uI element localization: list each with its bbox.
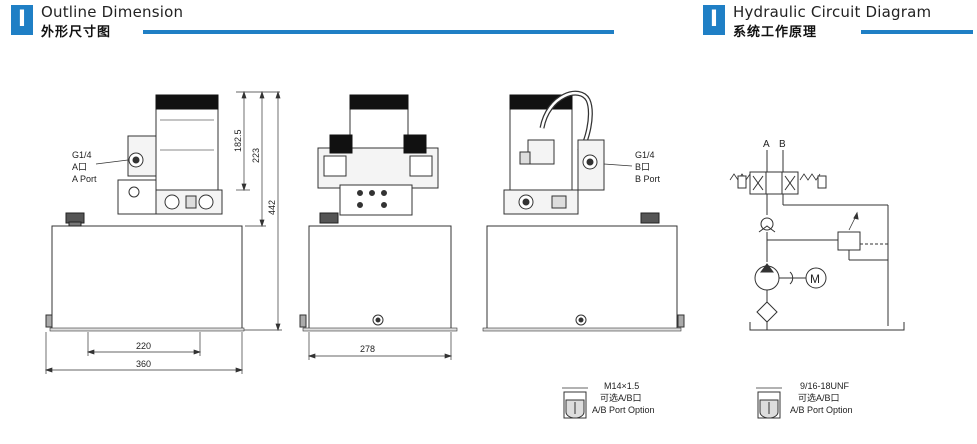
outline-dimension-header: I Outline Dimension 外形尺寸图: [11, 3, 616, 40]
circuit-label-a: A: [763, 139, 770, 150]
back-port-label-size: G1/4: [635, 150, 655, 160]
dim-442: 442: [267, 200, 277, 215]
front-vertical-dimensions: [236, 90, 282, 332]
front-port-label-en: A Port: [72, 174, 97, 184]
port-option-2-cn: 可选A/B口: [798, 392, 840, 403]
port-option-1-size: M14×1.5: [604, 381, 639, 391]
circuit-label-b: B: [779, 139, 786, 150]
header-rule: [143, 30, 614, 34]
back-tank: [486, 225, 678, 331]
side-tank: [308, 225, 452, 331]
filler-cap-icon: [65, 212, 85, 227]
filler-cap-icon: [319, 212, 339, 224]
section-marker-icon: I: [11, 5, 33, 35]
port-option-1-en: A/B Port Option: [592, 405, 655, 415]
section-marker-icon: I: [703, 5, 725, 35]
relief-valve-icon: [837, 211, 888, 251]
filler-cap-icon: [640, 212, 660, 224]
port-option-2-size: 9/16-18UNF: [800, 381, 850, 391]
outline-title-en: Outline Dimension: [41, 3, 184, 21]
port-option-1-cn: 可选A/B口: [600, 392, 642, 403]
reservoir-icon: [749, 322, 905, 331]
front-port-label-cn: A口: [72, 162, 87, 172]
dim-220: 220: [136, 341, 151, 351]
pump-icon: [754, 263, 806, 291]
hydraulic-circuit: [729, 150, 905, 331]
back-port-label-cn: B口: [635, 162, 650, 172]
circuit-title-cn: 系统工作原理: [733, 25, 818, 40]
dim-278: 278: [360, 344, 375, 354]
directional-valve-icon: [729, 171, 827, 195]
motor-label: M: [810, 272, 820, 286]
port-option-m14: [562, 387, 588, 419]
back-view: [482, 90, 685, 332]
circuit-title-en: Hydraulic Circuit Diagram: [733, 3, 932, 21]
electric-motor-icon: [805, 267, 827, 289]
header-rule: [861, 30, 973, 34]
front-port-label-size: G1/4: [72, 150, 92, 160]
port-option-unf: [756, 387, 782, 419]
front-tank: [51, 225, 243, 331]
filter-icon: [756, 301, 778, 323]
front-horizontal-dimensions: [44, 332, 244, 374]
dim-360: 360: [136, 359, 151, 369]
hydraulic-circuit-header: I Hydraulic Circuit Diagram 系统工作原理: [703, 3, 973, 40]
back-port-label-en: B Port: [635, 174, 661, 184]
dim-182-5: 182.5: [233, 129, 243, 152]
check-valve-icon: [758, 217, 776, 233]
front-view: [44, 90, 282, 374]
dim-223: 223: [251, 148, 261, 163]
side-view: [299, 94, 458, 360]
port-option-2-en: A/B Port Option: [790, 405, 853, 415]
outline-title-cn: 外形尺寸图: [41, 25, 112, 40]
front-motor: [155, 94, 219, 196]
